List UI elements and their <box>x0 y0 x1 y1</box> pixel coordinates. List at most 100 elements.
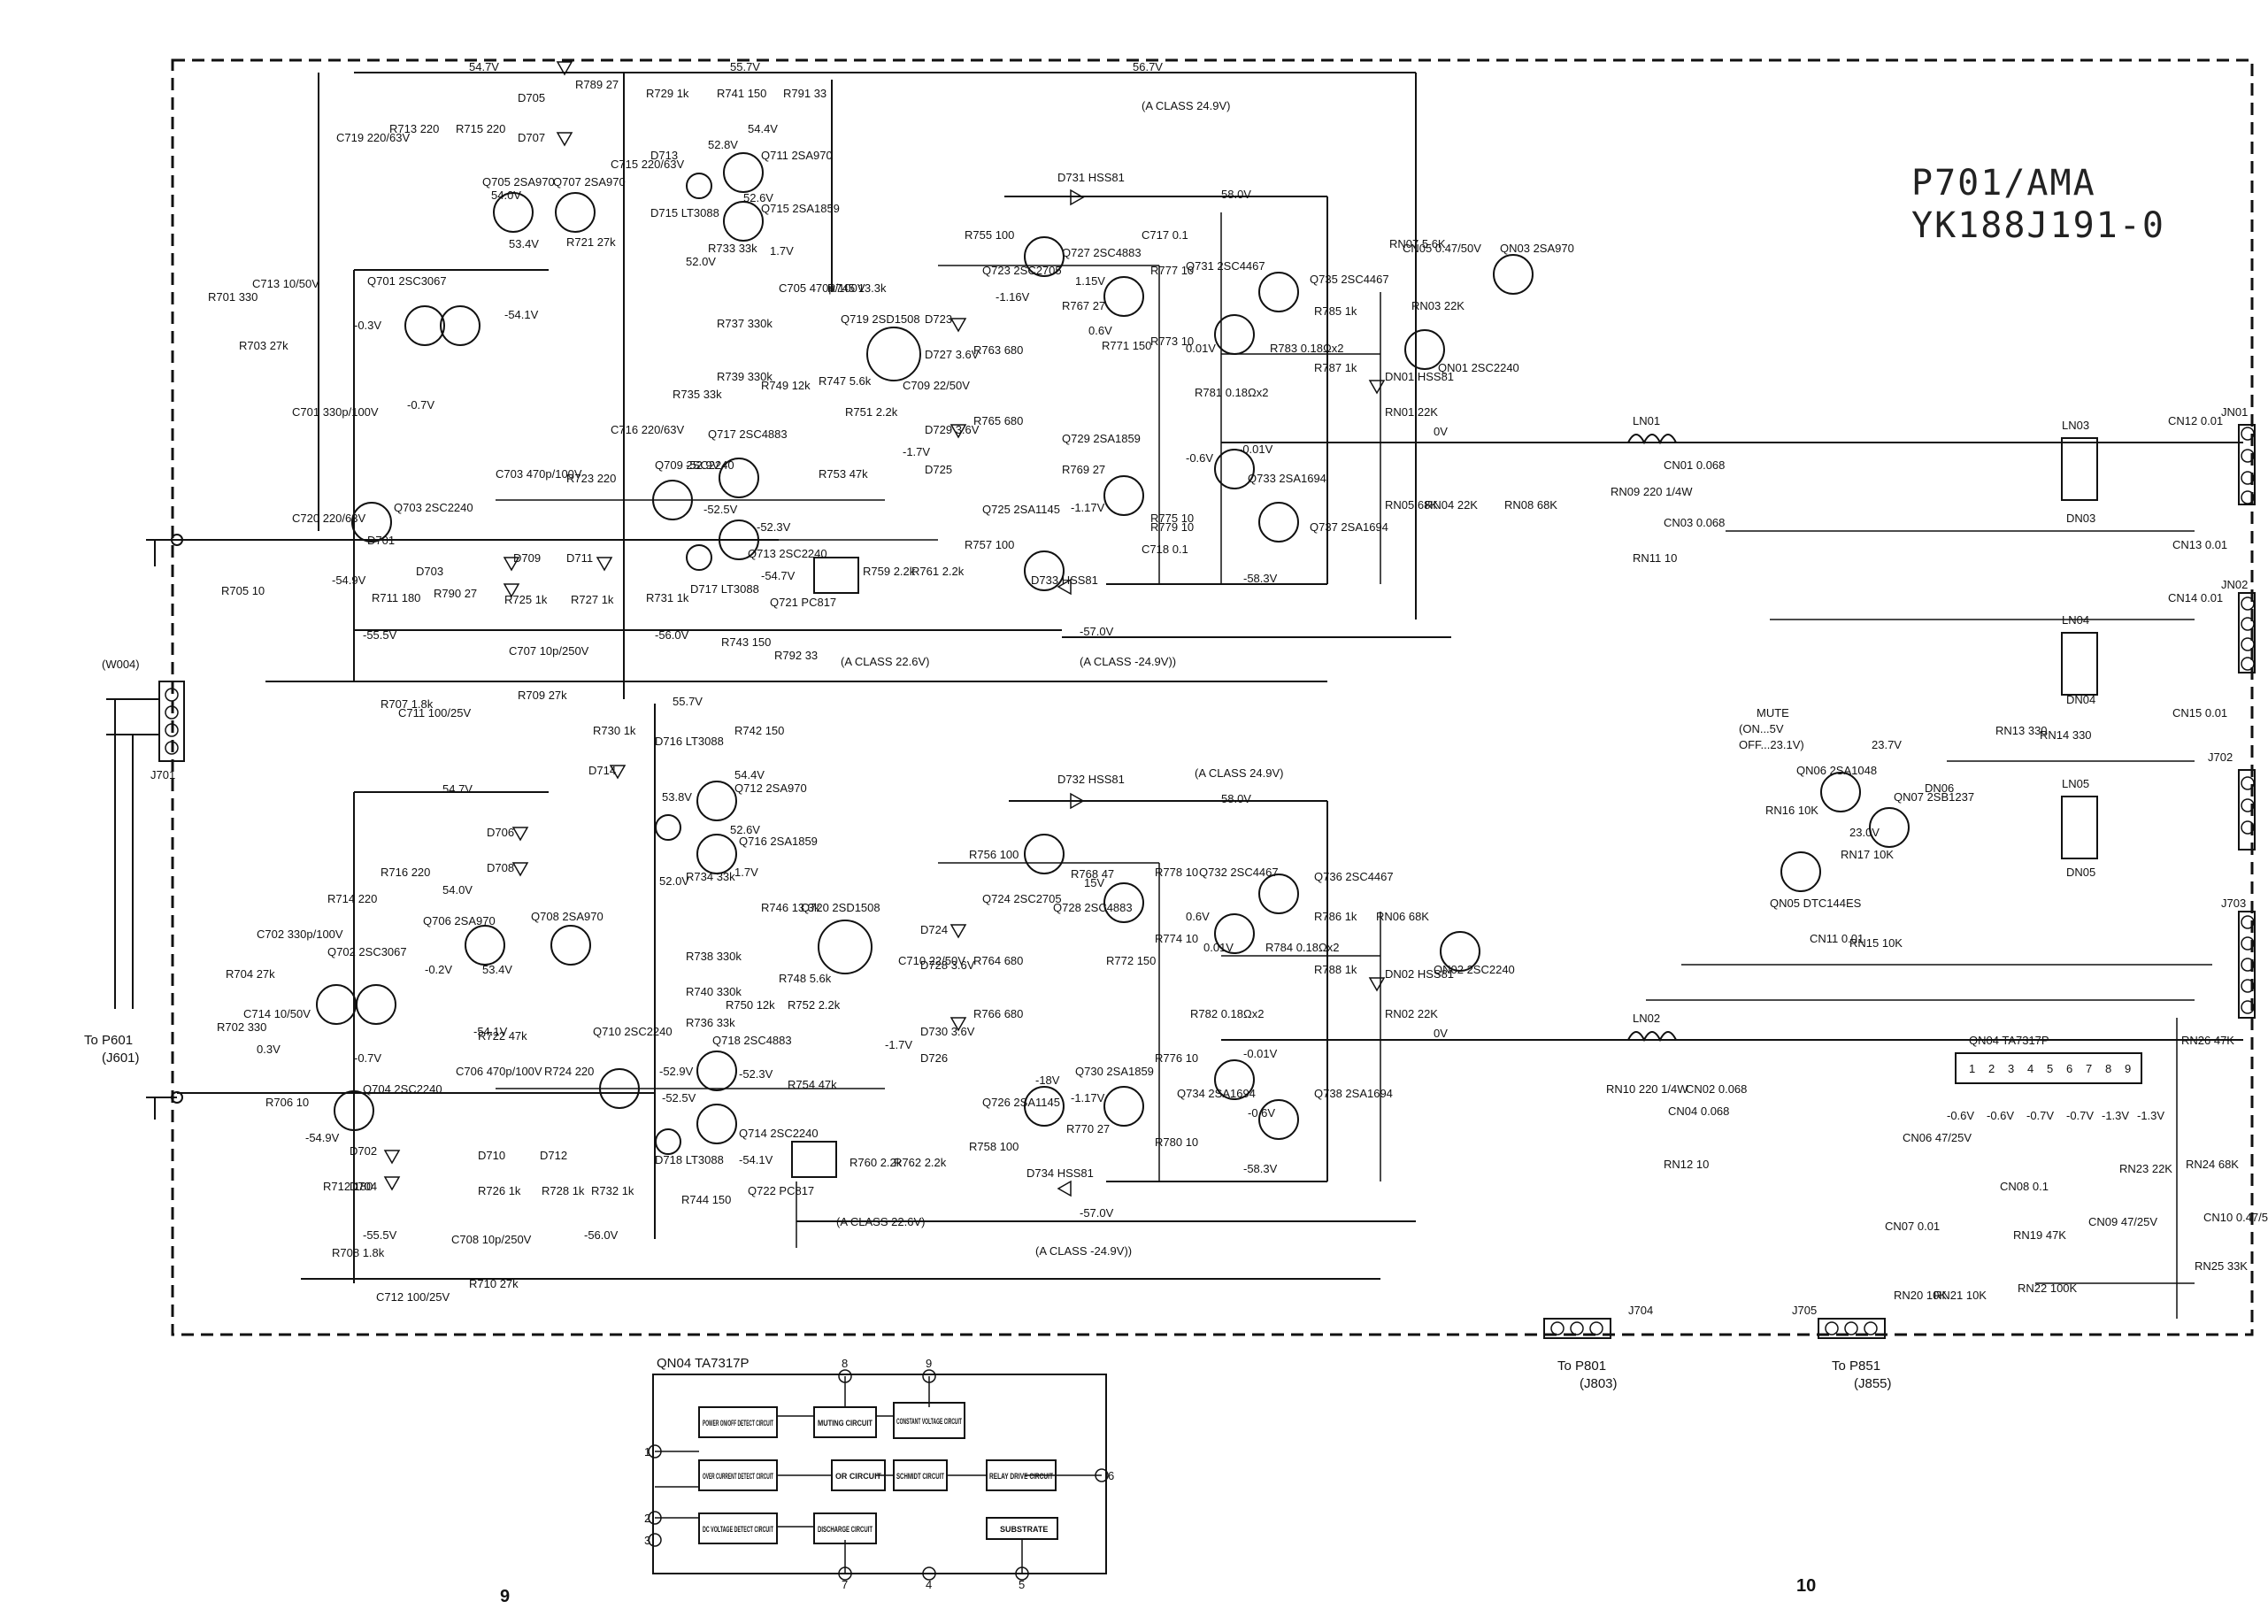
block-label: MUTING CIRCUIT <box>818 1419 873 1428</box>
part-label: R792 33 <box>774 649 818 662</box>
board-outline <box>171 58 2254 1336</box>
part-label: DN04 <box>2066 693 2095 706</box>
part-label: D709 <box>513 551 541 565</box>
voltage-label: -52.9V <box>686 458 720 472</box>
part-label: R713 220 <box>389 122 439 135</box>
part-label: R726 1k <box>478 1184 521 1197</box>
part-label: QN07 2SB1237 <box>1894 790 1974 804</box>
voltage-label: 52.8V <box>708 138 738 151</box>
class-note: (A CLASS 22.6V) <box>836 1215 925 1228</box>
bottom-connectors <box>1543 1318 1886 1339</box>
voltage-label: 0.6V <box>1088 324 1112 337</box>
part-label: R738 330k <box>686 950 742 963</box>
part-label: Q729 2SA1859 <box>1062 432 1141 445</box>
voltage-label: 52.6V <box>743 191 773 204</box>
rail-label: 54.7V <box>469 60 499 73</box>
qn04-pin: 9 <box>2125 1062 2131 1075</box>
part-label: Q723 2SC2705 <box>982 264 1062 277</box>
voltage-label: -54.1V <box>739 1153 773 1166</box>
connector-label: To P601 <box>84 1033 133 1048</box>
part-label: R735 33k <box>673 388 722 401</box>
voltage-label: -54.1V <box>504 308 539 321</box>
part-label: RN05 68K <box>1385 498 1438 512</box>
part-label: C710 22/50V <box>898 954 965 967</box>
part-label: D710 <box>478 1149 505 1162</box>
part-label: R701 330 <box>208 290 258 304</box>
voltage-label: -0.7V <box>354 1051 381 1065</box>
part-label: C706 470p/100V <box>456 1065 542 1078</box>
connector-label: J705 <box>1792 1304 1817 1317</box>
part-label: D730 3.6V <box>920 1025 975 1038</box>
qn04-pin: 3 <box>2008 1062 2014 1075</box>
part-label: R749 12k <box>761 379 811 392</box>
part-label: CN10 0.47/50V <box>2203 1211 2268 1224</box>
part-label: D706 <box>487 826 514 839</box>
part-label: CN13 0.01 <box>2172 538 2227 551</box>
part-label: R702 330 <box>217 1020 266 1034</box>
board-part-number: YK188J191-0 <box>1911 205 2165 246</box>
voltage-label: -55.5V <box>363 628 397 642</box>
connector-label: To P801 <box>1557 1358 1606 1374</box>
qn04-pin: 2 <box>1988 1062 1995 1075</box>
part-label: RN17 10K <box>1841 848 1894 861</box>
part-label: C701 330p/100V <box>292 405 379 419</box>
part-label: R725 1k <box>504 593 548 606</box>
part-label: R774 10 <box>1155 932 1198 945</box>
top-channel <box>177 61 2243 699</box>
connector-label: To P851 <box>1832 1358 1880 1374</box>
part-label: C720 220/63V <box>292 512 365 525</box>
part-label: CN05 0.47/50V <box>1403 242 1481 255</box>
part-label: RN15 10K <box>1849 936 1903 950</box>
part-label: RN23 22K <box>2119 1162 2172 1175</box>
connector-label: J701 <box>150 768 175 781</box>
rail-label: 58.0V <box>1221 188 1251 201</box>
part-label: DN01 HSS81 <box>1385 370 1454 383</box>
part-label: D704 <box>350 1180 377 1193</box>
part-label: RN21 10K <box>1934 1289 1987 1302</box>
part-label: Q728 2SC4883 <box>1053 901 1133 914</box>
part-label: Q707 2SA970 <box>553 175 626 189</box>
block-pin: 9 <box>926 1357 932 1370</box>
part-label: R782 0.18Ωx2 <box>1190 1007 1264 1020</box>
voltage-label: -1.7V <box>903 445 930 458</box>
part-label: QN05 DTC144ES <box>1770 897 1862 910</box>
muting-block <box>813 1406 877 1438</box>
voltage-label: 54.4V <box>734 768 765 781</box>
part-label: R740 330k <box>686 985 742 998</box>
block-label: RELAY DRIVE CIRCUIT <box>989 1472 1053 1481</box>
voltage-label: 52.0V <box>659 874 689 888</box>
part-label: R783 0.18Ωx2 <box>1270 342 1343 355</box>
voltage-label: 52.0V <box>686 255 716 268</box>
part-label: DN02 HSS81 <box>1385 967 1454 981</box>
part-label: D729 3.6V <box>925 423 980 436</box>
connector-label: (J803) <box>1580 1376 1618 1391</box>
part-label: R789 27 <box>575 78 619 91</box>
part-label: Q705 2SA970 <box>482 175 555 189</box>
part-label: CN02 0.068 <box>1686 1082 1747 1096</box>
voltage-label: 1.7V <box>770 244 794 258</box>
voltage-label: -56.0V <box>584 1228 619 1242</box>
part-label: CN03 0.068 <box>1664 516 1725 529</box>
part-label: R781 0.18Ωx2 <box>1195 386 1268 399</box>
connector-label: JN02 <box>2221 578 2248 591</box>
part-label: R716 220 <box>381 866 430 879</box>
part-label: R765 680 <box>973 414 1023 427</box>
voltage-label: -52.5V <box>662 1091 696 1104</box>
voltage-label: -54.1V <box>473 1025 508 1038</box>
part-label: QN04 TA7317P <box>1969 1034 2049 1047</box>
page-number-right: 10 <box>1796 1576 1816 1596</box>
part-label: D707 <box>518 131 545 144</box>
block-pin: 2 <box>644 1512 650 1525</box>
part-label: D734 HSS81 <box>1026 1166 1094 1180</box>
part-label: Q730 2SA1859 <box>1075 1065 1154 1078</box>
part-label: Q717 2SC4883 <box>708 427 788 441</box>
part-label: Q710 2SC2240 <box>593 1025 673 1038</box>
part-label: R730 1k <box>593 724 636 737</box>
voltage-label: 0.01V <box>1186 342 1216 355</box>
discharge-block <box>813 1512 877 1544</box>
part-label: R706 10 <box>265 1096 309 1109</box>
part-label: RN11 10 <box>1633 551 1677 565</box>
qn04-pin: 7 <box>2086 1062 2092 1075</box>
part-label: R724 220 <box>544 1065 594 1078</box>
part-label: C702 330p/100V <box>257 927 343 941</box>
